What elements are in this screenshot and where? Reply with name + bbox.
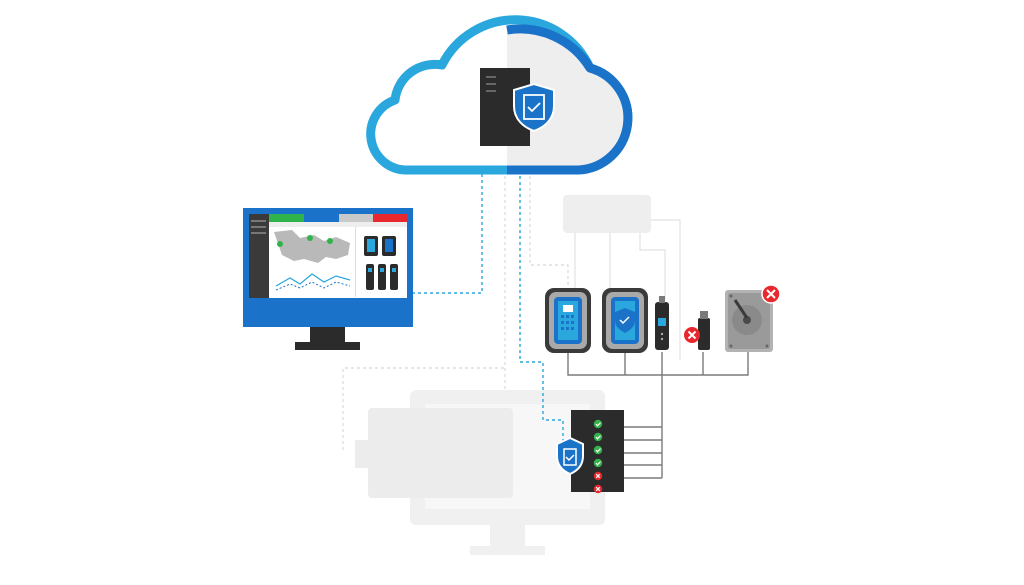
phone-icon bbox=[545, 288, 591, 353]
tablet-icon bbox=[602, 288, 648, 353]
port-error-x-icon bbox=[593, 471, 603, 481]
usb-stick-error-icon bbox=[684, 327, 700, 343]
port-ok-check-icon bbox=[593, 445, 603, 455]
hub-port-list bbox=[593, 419, 603, 494]
hard-drive-error-icon bbox=[761, 284, 781, 304]
monitor-icon bbox=[243, 208, 413, 350]
ghost-workstation bbox=[355, 195, 651, 555]
flash-drive-icon bbox=[655, 296, 669, 350]
port-ok-check-icon bbox=[593, 419, 603, 429]
world-map bbox=[274, 230, 350, 263]
port-ok-check-icon bbox=[593, 432, 603, 442]
hub-shield-icon bbox=[556, 436, 584, 476]
usb-stick-icon bbox=[698, 311, 710, 350]
hard-drive-icon bbox=[725, 290, 773, 352]
port-ok-check-icon bbox=[593, 458, 603, 468]
activity-chart bbox=[275, 273, 351, 287]
cloud-shield-icon bbox=[513, 82, 555, 133]
monitor-screen bbox=[249, 214, 407, 298]
port-error-x-icon bbox=[593, 484, 603, 494]
connection-lines bbox=[342, 170, 749, 479]
